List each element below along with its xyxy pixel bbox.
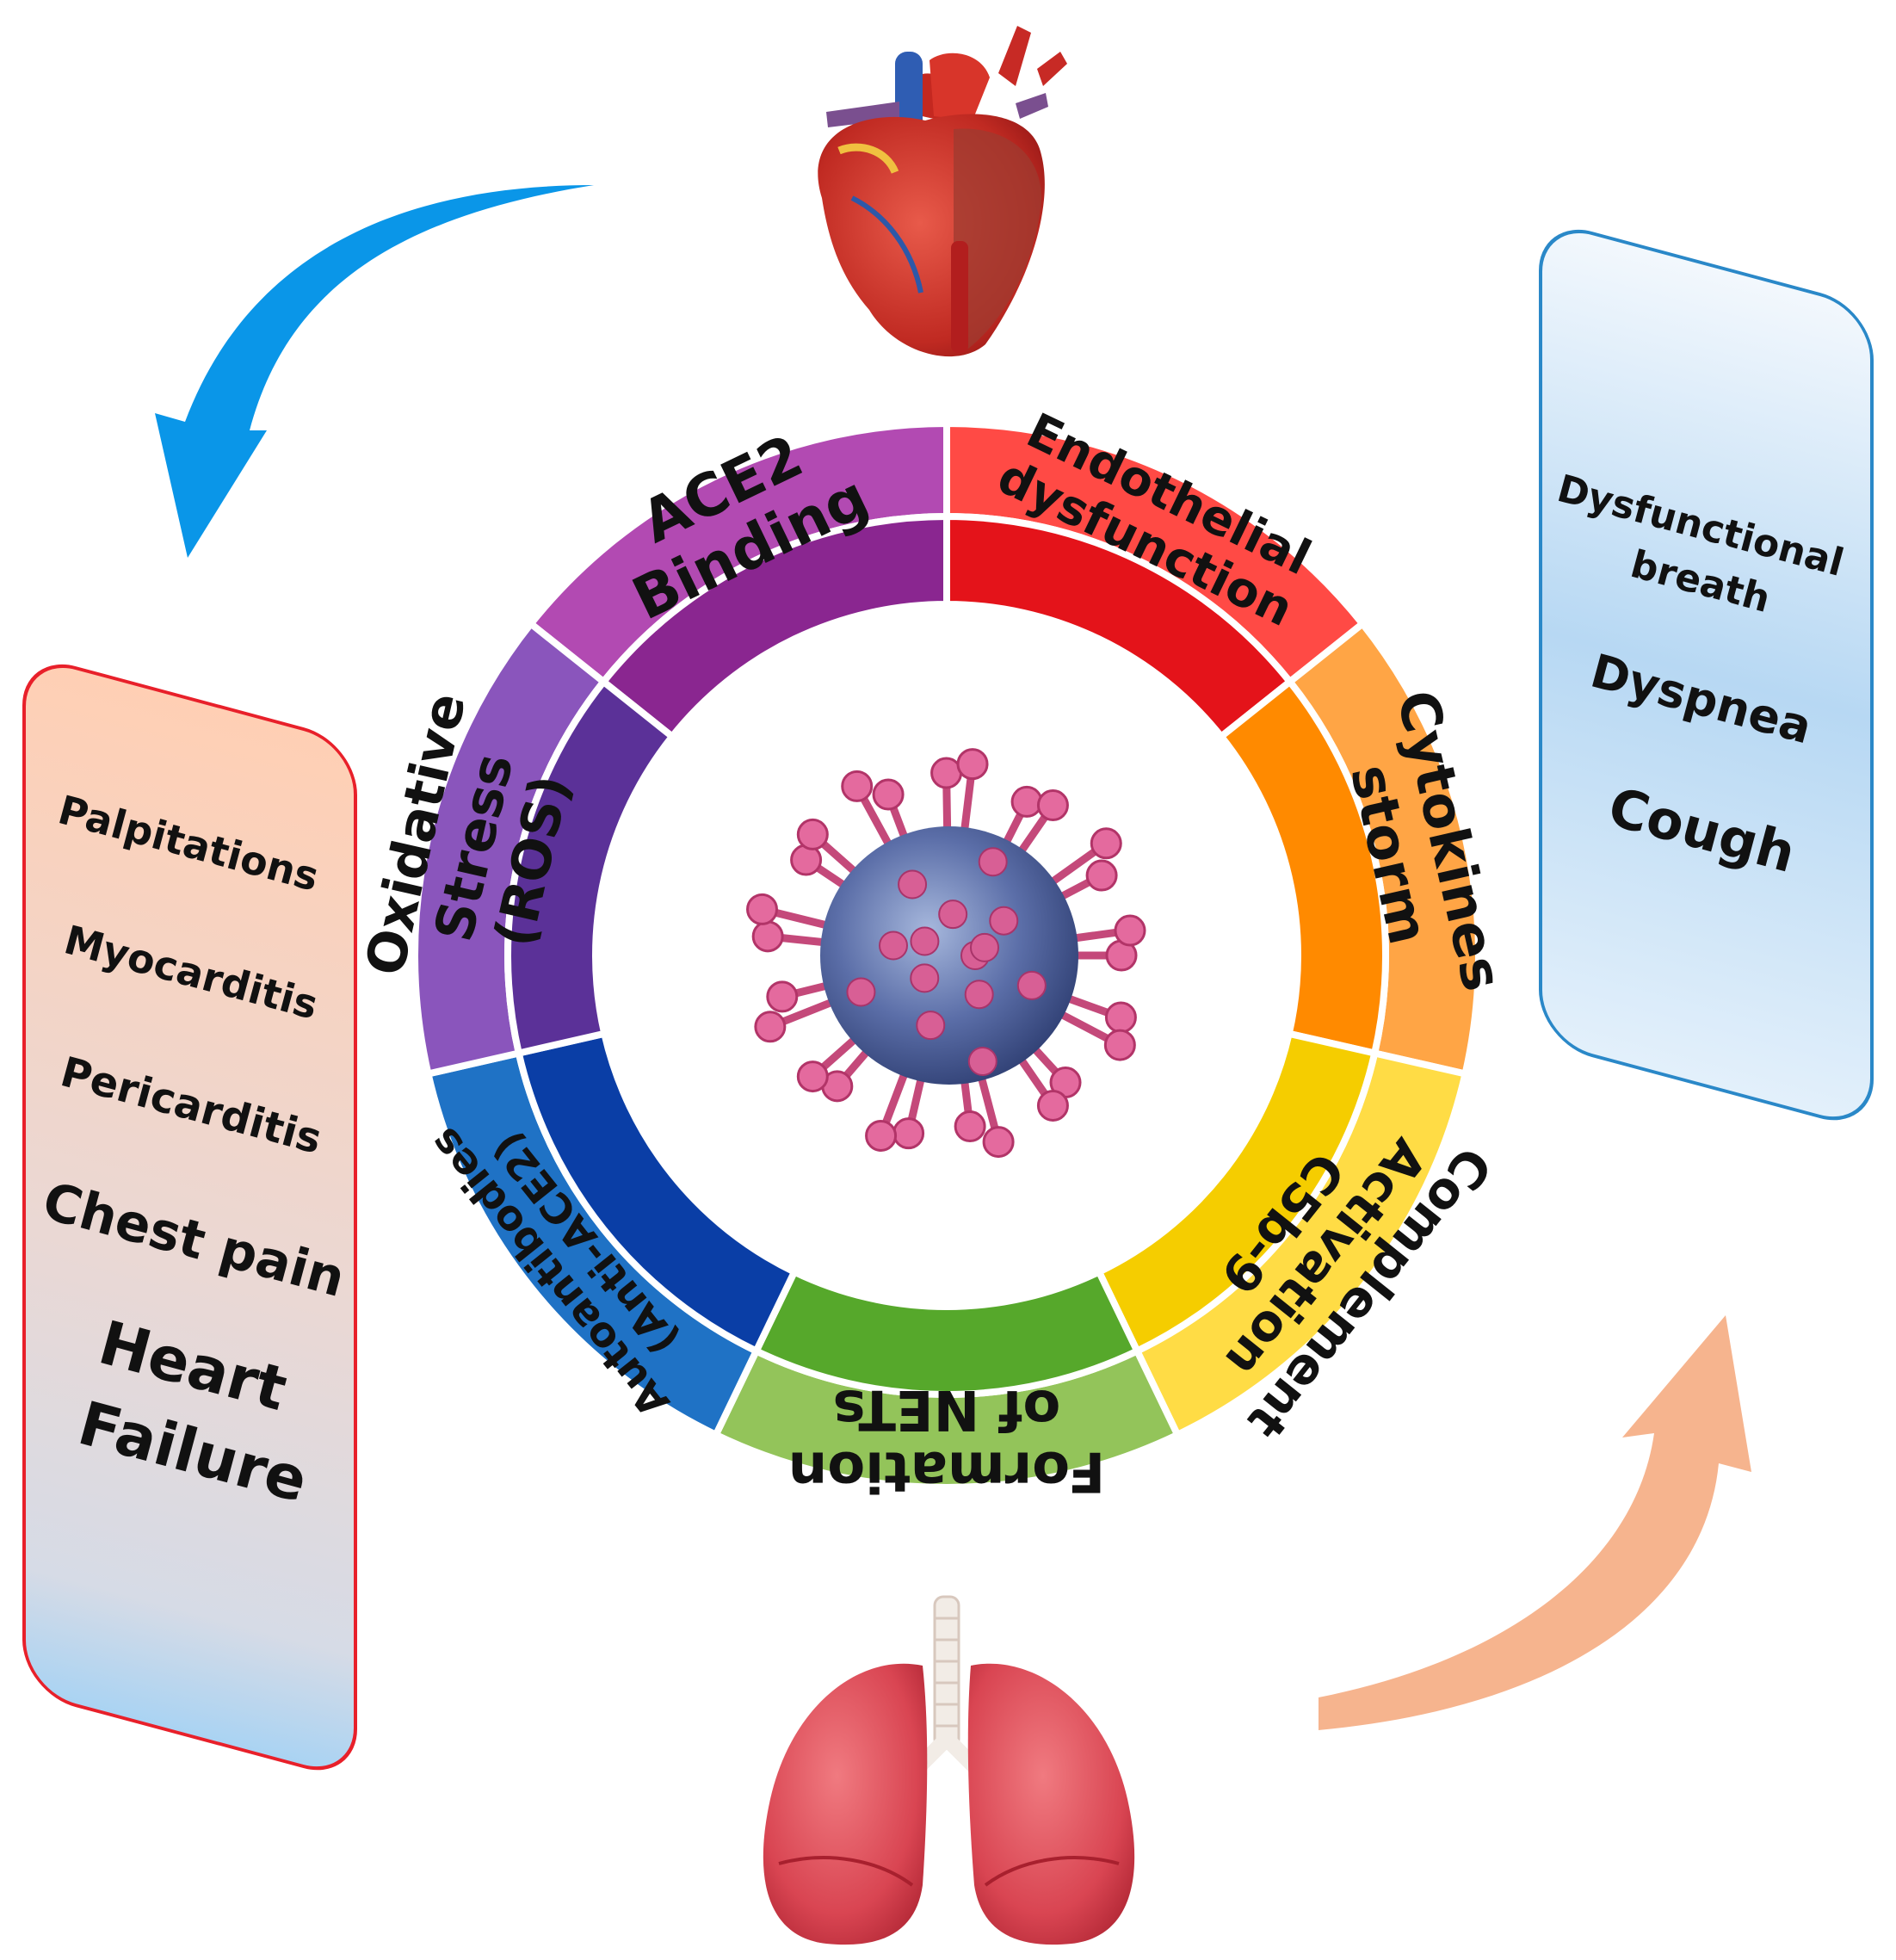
heart-icon (818, 26, 1067, 357)
cardiac-symptoms-panel (22, 664, 357, 1771)
wheel-label-line: Formation (788, 1438, 1106, 1502)
blue-arrow-icon (155, 185, 594, 558)
wheel-segment-inner-ox (504, 677, 677, 1058)
respiratory-symptoms-panel (1539, 229, 1874, 1121)
virus-icon (746, 748, 1146, 1159)
wheel-label-line: of NETs (833, 1377, 1061, 1441)
peach-arrow-icon (1319, 1315, 1751, 1730)
lungs-icon (763, 1595, 1135, 1945)
